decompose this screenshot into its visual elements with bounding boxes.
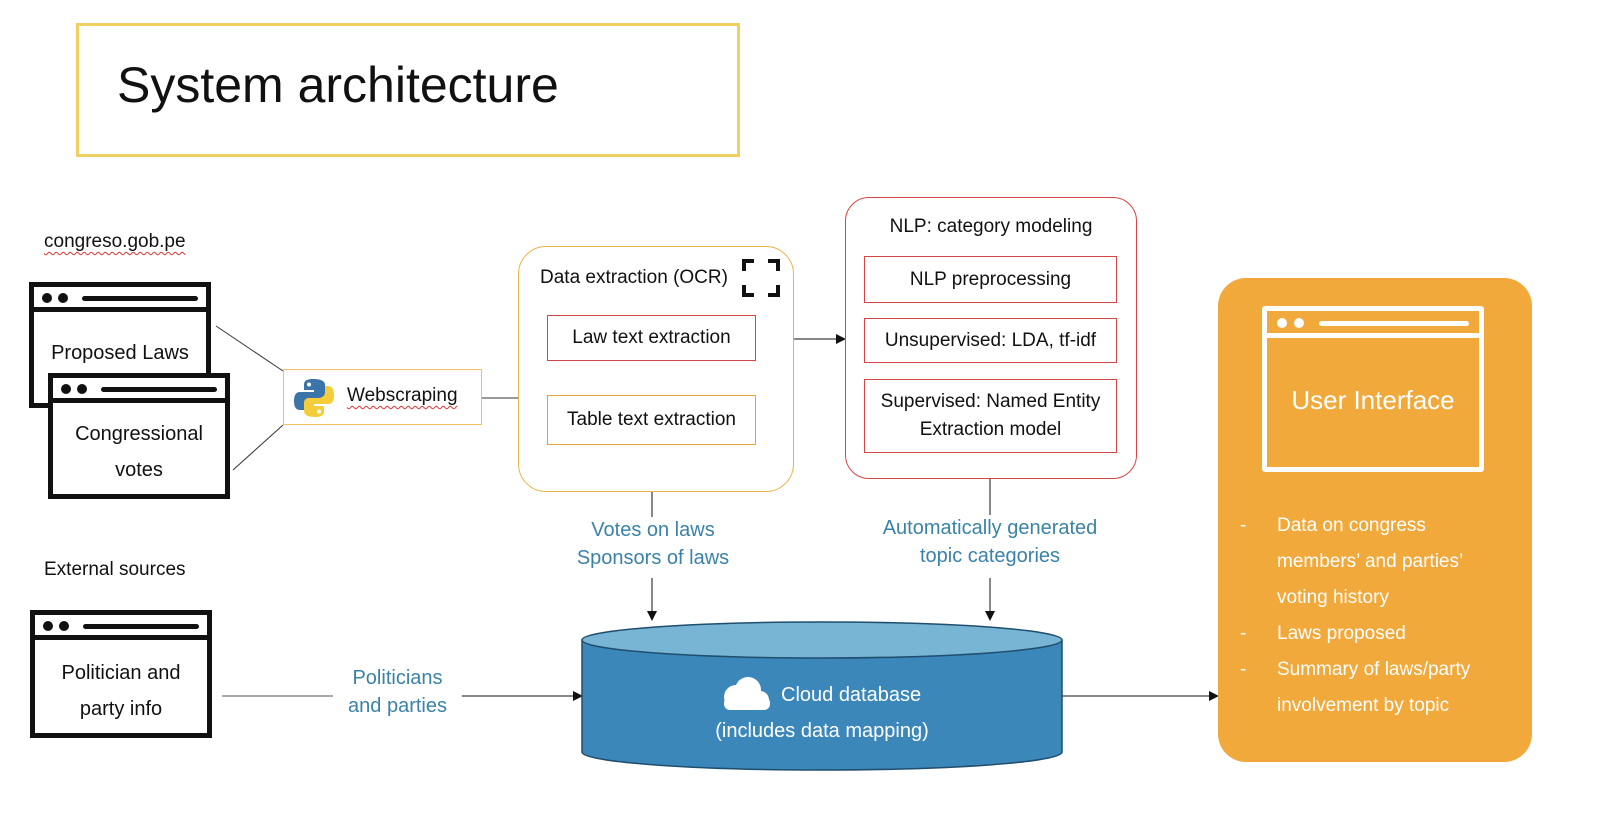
ui-bullet-list: - Data on congress members’ and parties’…: [1240, 508, 1530, 724]
table-text-extraction-label: Table text extraction: [567, 409, 736, 430]
auto-generated-label-line2: topic categories: [919, 545, 1061, 567]
law-text-extraction-label: Law text extraction: [572, 327, 731, 348]
cloud-database-cylinder: [581, 621, 1063, 771]
unsupervised-label: Unsupervised: LDA, tf-idf: [884, 329, 1097, 351]
ui-window-titlebar: [1267, 311, 1479, 338]
window-dot-icon: [61, 384, 71, 394]
window-dot-icon: [1294, 318, 1304, 328]
ui-bullet-item: - Data on congress members’ and parties’…: [1240, 508, 1530, 616]
ui-bullet-item: - Summary of laws/party involvement by t…: [1240, 652, 1530, 724]
line-laws-to-webscraping: [215, 325, 284, 372]
window-titlebar: [35, 615, 207, 640]
window-address-bar-icon: [101, 387, 217, 392]
window-titlebar: [34, 287, 206, 312]
bullet-line: members’ and parties’: [1277, 551, 1464, 572]
congreso-label: congreso.gob.pe: [44, 231, 186, 252]
webscraping-box: Webscraping: [283, 369, 482, 425]
ui-window-icon: User Interface: [1262, 306, 1484, 472]
votes-on-laws-label: Votes on laws: [591, 519, 715, 541]
bullet-line: Laws proposed: [1277, 623, 1406, 644]
nlp-preprocessing-label: NLP preprocessing: [909, 268, 1072, 290]
congressional-votes-window: Congressional votes: [48, 373, 230, 499]
congressional-votes-line1: Congressional: [75, 423, 203, 445]
bullet-line: Summary of laws/party: [1277, 659, 1471, 680]
scan-frame-icon: [742, 259, 780, 297]
user-interface-title: User Interface: [1291, 385, 1455, 415]
python-logo-icon: [294, 379, 334, 417]
window-dot-icon: [1277, 318, 1287, 328]
nlp-preprocessing-box: NLP preprocessing: [864, 256, 1117, 303]
politician-info-line1: Politician and: [61, 662, 181, 684]
line-votes-to-webscraping: [232, 424, 284, 471]
bullet-line: Data on congress: [1277, 515, 1426, 536]
supervised-label-line1: Supervised: Named Entity: [880, 391, 1101, 412]
bullet-line: involvement by topic: [1277, 695, 1450, 716]
law-text-extraction-box: Law text extraction: [547, 315, 756, 361]
auto-generated-label-line1: Automatically generated: [882, 517, 1098, 539]
window-address-bar-icon: [83, 624, 199, 629]
politician-info-line2: party info: [79, 698, 163, 720]
window-dot-icon: [58, 293, 68, 303]
ocr-box: Data extraction (OCR): [518, 246, 794, 492]
unsupervised-box: Unsupervised: LDA, tf-idf: [864, 318, 1117, 363]
ocr-title: Data extraction (OCR): [540, 267, 728, 288]
table-text-extraction-box: Table text extraction: [547, 395, 756, 445]
bullet-line: voting history: [1277, 587, 1389, 608]
bullet-dash: -: [1240, 659, 1247, 680]
user-interface-panel: User Interface: [1218, 278, 1532, 762]
window-titlebar: [53, 378, 225, 403]
cloud-database-sublabel: (includes data mapping): [715, 720, 929, 742]
ui-bullet-item: - Laws proposed: [1240, 616, 1530, 652]
supervised-box: Supervised: Named Entity Extraction mode…: [864, 379, 1117, 453]
congressional-votes-line2: votes: [115, 459, 163, 481]
bullet-dash: -: [1240, 623, 1247, 644]
supervised-label-line2: Extraction model: [919, 419, 1062, 440]
sponsors-of-laws-label: Sponsors of laws: [576, 547, 730, 569]
page-title: System architecture: [117, 57, 559, 113]
title-box: System architecture: [76, 23, 740, 157]
webscraping-label: Webscraping: [347, 385, 458, 406]
window-dot-icon: [43, 621, 53, 631]
bullet-dash: -: [1240, 515, 1247, 536]
window-dot-icon: [42, 293, 52, 303]
window-dot-icon: [59, 621, 69, 631]
politicians-label-line1: Politicians: [352, 667, 443, 689]
nlp-title: NLP: category modeling: [889, 216, 1093, 237]
window-dot-icon: [77, 384, 87, 394]
cloud-icon: [724, 677, 770, 710]
external-sources-label: External sources: [44, 559, 186, 580]
proposed-laws-text: Proposed Laws: [51, 342, 189, 364]
cloud-database-label: Cloud database: [781, 684, 922, 706]
window-address-bar-icon: [82, 296, 198, 301]
politician-info-window: Politician and party info: [30, 610, 212, 738]
politicians-label-line2: and parties: [348, 695, 447, 717]
window-address-bar-icon: [1319, 321, 1469, 326]
